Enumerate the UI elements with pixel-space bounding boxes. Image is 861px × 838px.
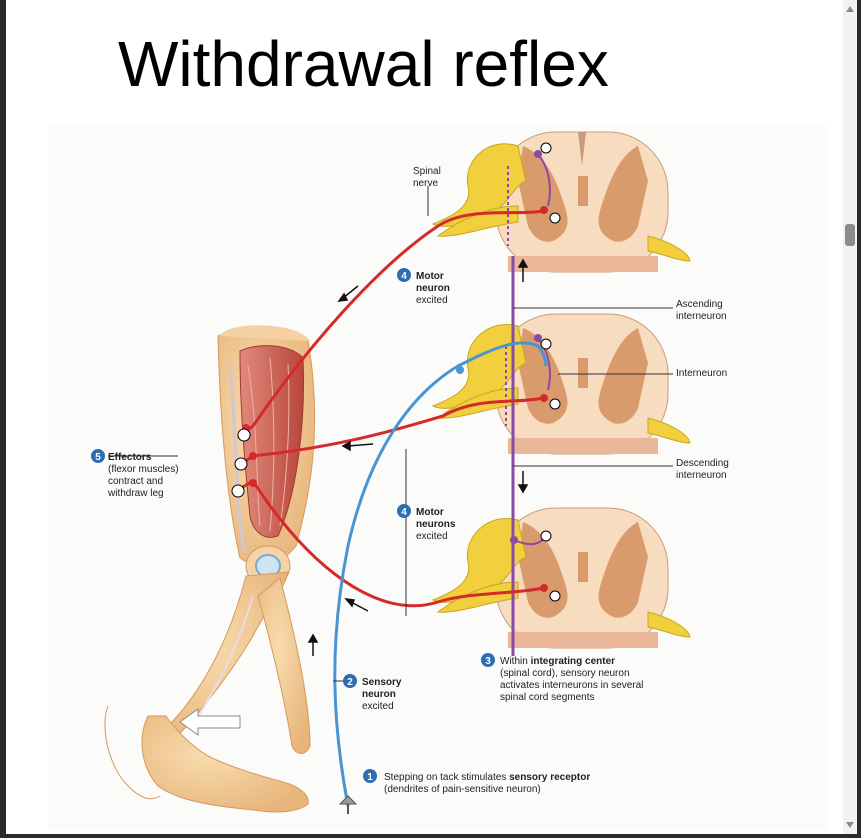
labels: Spinal nerve Ascending interneuron Inter… <box>107 166 729 795</box>
callout-lines <box>108 186 673 682</box>
slide-title: Withdrawal reflex <box>118 28 609 100</box>
scroll-up-icon[interactable] <box>846 6 854 12</box>
ascending-interneuron-label-1: Ascending <box>676 299 723 310</box>
leg-illustration <box>104 325 316 813</box>
vertical-scrollbar[interactable] <box>843 0 857 834</box>
spinal-cord-segment-top <box>495 131 669 273</box>
svg-text:Stepping on tack stimulates se: Stepping on tack stimulates sensory rece… <box>384 772 590 783</box>
step4a-badge: 4 <box>401 271 407 282</box>
spinal-cord-segment-middle <box>495 313 669 455</box>
step1-bold: sensory receptor <box>509 772 590 783</box>
step5-title: Effectors <box>108 452 152 463</box>
step4a-line1: Motor <box>416 271 444 282</box>
tack-icon <box>338 795 358 814</box>
step5-line3: withdraw leg <box>107 488 164 499</box>
step1-line2: (dendrites of pain-sensitive neuron) <box>384 784 541 795</box>
withdrawal-reflex-diagram: 4 4 5 2 3 1 Spinal nerve Ascending inter… <box>48 126 828 830</box>
synapse-markers <box>231 142 561 602</box>
spinal-cord-segment-bottom <box>495 507 669 649</box>
direction-arrows <box>307 258 529 656</box>
step3-bold: integrating center <box>531 656 616 667</box>
step2-badge: 2 <box>347 677 353 688</box>
ascending-interneuron-label-2: interneuron <box>676 311 727 322</box>
step3-line3: spinal cord segments <box>500 692 595 703</box>
step3-line2: activates interneurons in several <box>500 680 643 691</box>
step1-pre: Stepping on tack stimulates <box>384 772 509 783</box>
step4b-line1: Motor <box>416 507 444 518</box>
step4a-line2: neuron <box>416 283 450 294</box>
step4b-badge: 4 <box>401 507 407 518</box>
step4a-sub: excited <box>416 295 448 306</box>
scroll-down-icon[interactable] <box>846 822 854 828</box>
step5-line2: contract and <box>108 476 163 487</box>
interneuron-column <box>505 153 551 656</box>
spinal-nerve-label-1: Spinal <box>413 166 441 177</box>
svg-text:Within integrating center: Within integrating center <box>500 656 615 667</box>
step5-line1: (flexor muscles) <box>108 464 179 475</box>
step4b-sub: excited <box>416 531 448 542</box>
step4b-line2: neurons <box>416 519 456 530</box>
descending-interneuron-label-1: Descending <box>676 458 729 469</box>
step-badges: 4 4 5 2 3 1 <box>91 268 495 783</box>
step1-badge: 1 <box>367 772 373 783</box>
scroll-thumb[interactable] <box>845 224 855 246</box>
step3-pre: Within <box>500 656 531 667</box>
descending-interneuron-label-2: interneuron <box>676 470 727 481</box>
motor-neurons <box>235 209 544 608</box>
spinal-nerve-label-2: nerve <box>413 178 438 189</box>
step5-badge: 5 <box>95 452 101 463</box>
interneuron-label: Interneuron <box>676 368 727 379</box>
step3-line1: (spinal cord), sensory neuron <box>500 668 630 679</box>
step2-sub: excited <box>362 701 394 712</box>
step2-line2: neuron <box>362 689 396 700</box>
diagram-svg: 4 4 5 2 3 1 Spinal nerve Ascending inter… <box>91 131 729 814</box>
step2-line1: Sensory <box>362 677 402 688</box>
step3-badge: 3 <box>485 656 491 667</box>
